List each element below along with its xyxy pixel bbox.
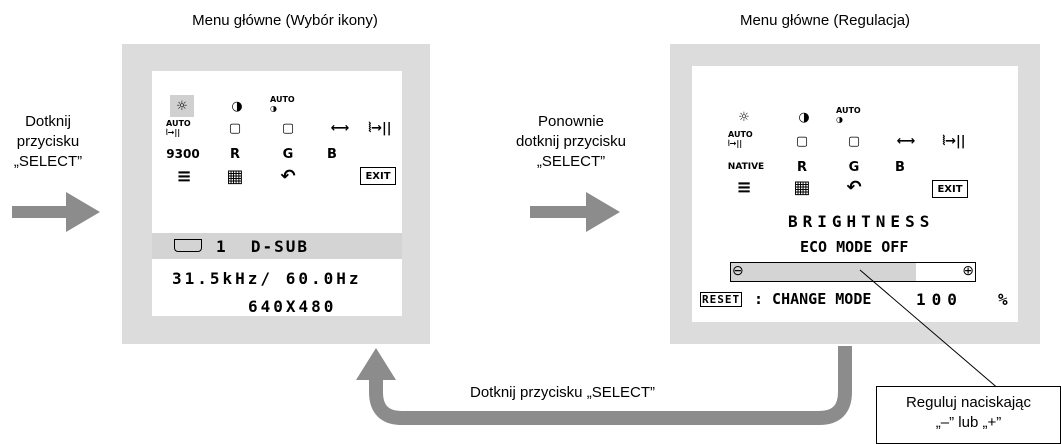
right-osd-screen: ☼ ◑ AUTO ◑ AUTO ⦚→|| ▢ ▢ ⟷ ⦚→|| NATIVE R…	[692, 66, 1018, 322]
brightness-icon[interactable]: ☼	[738, 109, 750, 125]
brightness-icon[interactable]: ☼	[170, 95, 194, 117]
eco-mode-status: ECO MODE OFF	[800, 238, 909, 256]
h-size-icon[interactable]: ⟷	[896, 133, 916, 149]
left-right-position-icon[interactable]: ▢	[228, 120, 242, 136]
percent-unit: %	[998, 290, 1008, 309]
left-right-position-icon[interactable]: ▢	[795, 133, 809, 149]
red-icon[interactable]: R	[229, 146, 240, 162]
step1-line-2: przycisku	[16, 133, 80, 150]
auto-contrast-icon[interactable]: AUTO ◑	[270, 95, 295, 113]
language-icon[interactable]: ▦	[226, 165, 244, 187]
language-icon[interactable]: ▦	[793, 176, 811, 198]
left-osd-screen: ☼ ◑ AUTO ◑ AUTO ⦚→|| ▢ ▢ ⟷ ⦚→|| 9300 R G…	[152, 71, 402, 316]
step2-line-3: „SELECT”	[536, 153, 606, 170]
contrast-icon[interactable]: ◑	[798, 109, 810, 125]
brightness-slider[interactable]: ⊖ ⊕	[730, 262, 976, 282]
input-info-bar: 1 D-SUB	[152, 233, 402, 259]
up-down-position-icon[interactable]: ▢	[281, 120, 295, 136]
red-icon[interactable]: R	[796, 159, 807, 175]
step2-line-1: Ponownie	[538, 113, 604, 130]
blue-icon[interactable]: B	[327, 146, 337, 162]
exit-icon[interactable]: EXIT	[932, 180, 968, 198]
right-monitor-panel: ☼ ◑ AUTO ◑ AUTO ⦚→|| ▢ ▢ ⟷ ⦚→|| NATIVE R…	[670, 44, 1040, 344]
green-icon[interactable]: G	[848, 159, 860, 175]
blue-icon[interactable]: B	[895, 159, 905, 175]
up-down-position-icon[interactable]: ▢	[847, 133, 861, 149]
resolution-readout: 640X480	[248, 297, 337, 316]
adjust-note-line-2: „–” lub „+”	[935, 414, 1002, 431]
step1-caption: Dotknij przycisku „SELECT”	[0, 112, 96, 172]
factory-preset-icon[interactable]: ↶	[280, 165, 296, 187]
setting-name: BRIGHTNESS	[788, 212, 935, 231]
h-size-icon[interactable]: ⟷	[330, 120, 350, 136]
input-connector-icon	[174, 239, 202, 252]
right-arrow-icon-2	[530, 192, 620, 232]
auto-adjust-icon[interactable]: AUTO ⦚→||	[166, 118, 191, 137]
left-monitor-panel: ☼ ◑ AUTO ◑ AUTO ⦚→|| ▢ ▢ ⟷ ⦚→|| 9300 R G…	[122, 44, 430, 344]
tools-icon[interactable]: ≡	[736, 176, 752, 198]
step1-line-1: Dotknij	[25, 113, 71, 130]
adjust-note-box: Reguluj naciskając „–” lub „+”	[876, 386, 1061, 444]
adjust-note-line-1: Reguluj naciskając	[905, 394, 1032, 411]
brightness-value: 100	[916, 290, 963, 309]
auto-contrast-icon[interactable]: AUTO ◑	[836, 106, 861, 124]
fine-icon[interactable]: ⦚→||	[368, 120, 392, 136]
change-mode-label: : CHANGE MODE	[754, 290, 872, 308]
fine-icon[interactable]: ⦚→||	[942, 133, 966, 149]
green-icon[interactable]: G	[282, 146, 294, 162]
right-arrow-icon-1	[12, 192, 100, 232]
auto-adjust-icon[interactable]: AUTO ⦚→||	[728, 129, 753, 148]
factory-preset-icon[interactable]: ↶	[846, 176, 862, 198]
exit-icon[interactable]: EXIT	[360, 167, 396, 185]
input-label: 1 D-SUB	[216, 237, 310, 256]
plus-icon[interactable]: ⊕	[962, 262, 974, 278]
minus-icon[interactable]: ⊖	[732, 262, 744, 278]
step2-caption: Ponownie dotknij przycisku „SELECT”	[496, 112, 646, 172]
step2-line-2: dotknij przycisku	[515, 133, 627, 150]
left-title: Menu główne (Wybór ikony)	[192, 12, 378, 29]
frequency-readout: 31.5kHz/ 60.0Hz	[172, 269, 362, 288]
step1-line-3: „SELECT”	[13, 153, 83, 170]
color-temp-9300-icon[interactable]: 9300	[166, 147, 200, 161]
tools-icon[interactable]: ≡	[176, 165, 192, 187]
reset-label[interactable]: RESET	[700, 292, 743, 307]
native-color-icon[interactable]: NATIVE	[727, 162, 765, 172]
bottom-caption: Dotknij przycisku „SELECT”	[470, 384, 656, 401]
contrast-icon[interactable]: ◑	[231, 98, 243, 114]
right-title: Menu główne (Regulacja)	[739, 12, 911, 29]
slider-fill	[731, 263, 917, 281]
